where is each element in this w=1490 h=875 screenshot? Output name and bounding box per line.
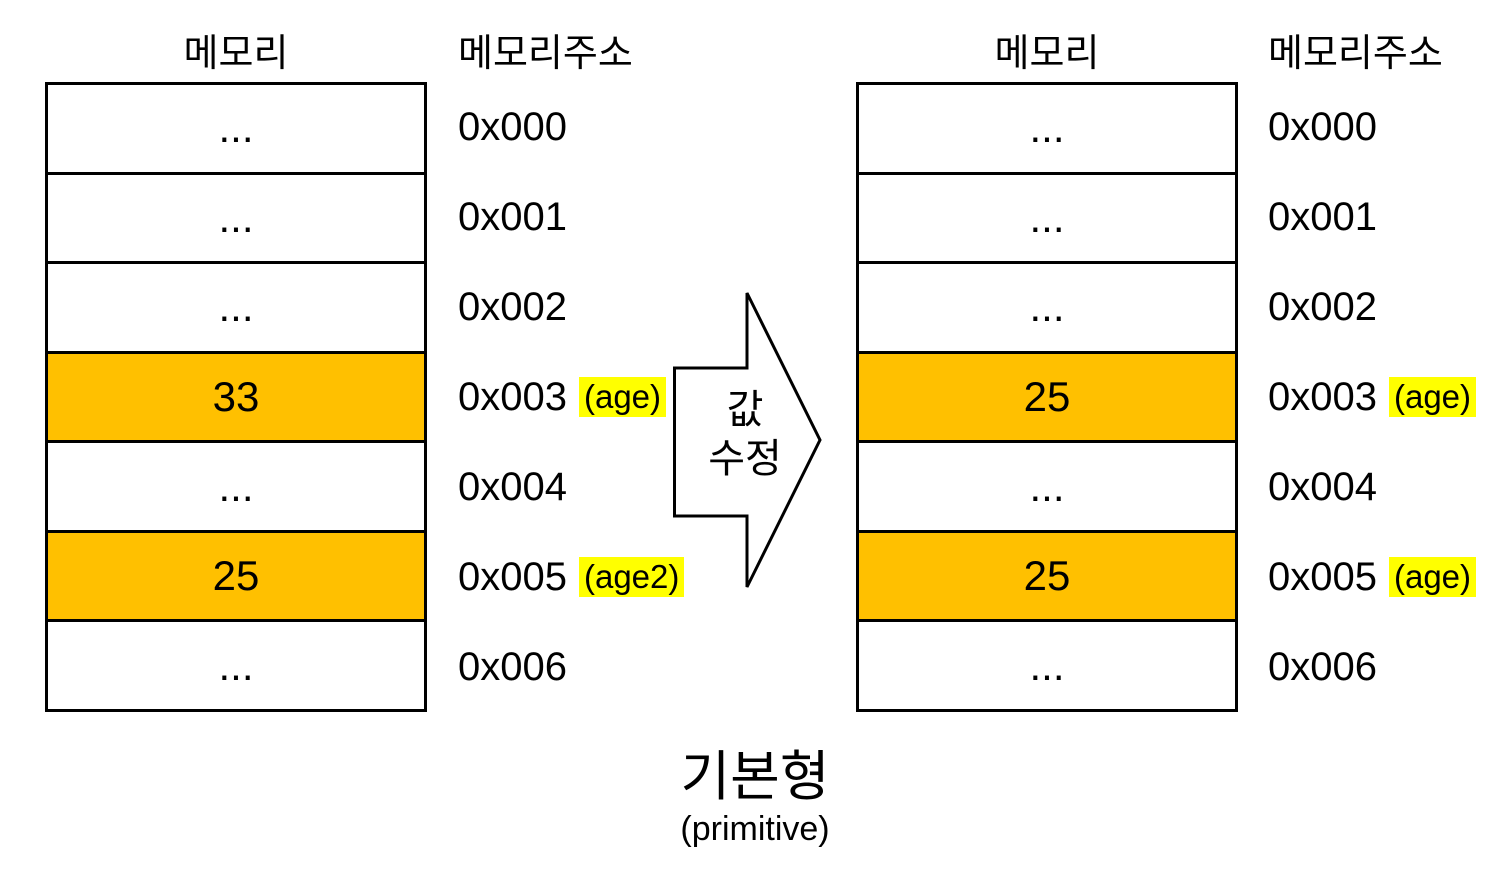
address-text: 0x000 (1268, 104, 1377, 149)
address-row: 0x005 (age) (1268, 532, 1477, 622)
variable-tag: (age2) (578, 557, 685, 597)
cell-value: 25 (1023, 373, 1071, 421)
address-row: 0x001 (1268, 172, 1476, 262)
cell-value: ... (1029, 283, 1065, 331)
memory-cell: ... (859, 440, 1235, 530)
address-text: 0x005 (458, 554, 567, 599)
right-memory-header: 메모리 (994, 33, 1100, 75)
cell-value: ... (218, 104, 254, 152)
left-memory-table: ... ... ... 33 ... 25 ... (45, 82, 427, 712)
address-row: 0x004 (1268, 442, 1476, 532)
memory-cell-highlighted: 25 (859, 529, 1235, 620)
address-text: 0x002 (1268, 284, 1377, 329)
cell-value: ... (1029, 104, 1065, 152)
arrow-label-line1: 값 (726, 388, 764, 432)
cell-value: ... (218, 641, 254, 689)
address-text: 0x003 (458, 374, 567, 419)
right-memory-table: ... ... ... 25 ... 25 ... (856, 82, 1238, 712)
address-text: 0x002 (458, 284, 567, 329)
arrow-label: 값 수정 (665, 386, 825, 484)
variable-tag: (age) (1388, 377, 1477, 417)
caption-subtitle: (primitive) (680, 810, 830, 848)
address-row: 0x002 (458, 262, 684, 352)
cell-value: ... (218, 462, 254, 510)
address-row: 0x000 (458, 82, 684, 172)
cell-value: 33 (212, 373, 260, 421)
memory-cell-highlighted: 25 (48, 529, 424, 620)
cell-value: ... (218, 193, 254, 241)
value-modify-arrow (665, 284, 830, 598)
right-address-header: 메모리주소 (1268, 33, 1443, 75)
cell-value: ... (1029, 193, 1065, 241)
memory-cell: ... (859, 619, 1235, 709)
left-address-column: 0x000 0x001 0x002 0x003 (age) 0x004 0x005… (458, 82, 685, 712)
address-text: 0x003 (1268, 374, 1377, 419)
variable-tag: (age) (1388, 557, 1477, 597)
cell-value: 25 (212, 552, 260, 600)
address-text: 0x000 (458, 104, 567, 149)
memory-cell-highlighted: 33 (48, 350, 424, 441)
address-text: 0x001 (458, 194, 567, 239)
address-row: 0x000 (1268, 82, 1476, 172)
memory-cell: ... (48, 261, 424, 351)
address-text: 0x006 (458, 644, 567, 689)
cell-value: ... (1029, 462, 1065, 510)
address-row: 0x003 (age) (1268, 352, 1477, 442)
address-text: 0x004 (1268, 464, 1377, 509)
memory-cell: ... (48, 85, 424, 172)
left-address-header: 메모리주소 (458, 33, 633, 75)
address-row: 0x002 (1268, 262, 1476, 352)
memory-cell: ... (859, 85, 1235, 172)
address-text: 0x006 (1268, 644, 1377, 689)
variable-tag: (age) (578, 377, 667, 417)
address-row: 0x001 (458, 172, 684, 262)
memory-cell-highlighted: 25 (859, 350, 1235, 441)
caption-title: 기본형 (680, 747, 830, 807)
cell-value: ... (218, 283, 254, 331)
arrow-label-line2: 수정 (708, 437, 782, 481)
diagram-caption: 기본형 (primitive) (455, 746, 1055, 850)
memory-cell: ... (859, 261, 1235, 351)
address-row: 0x006 (1268, 622, 1476, 712)
cell-value: 25 (1023, 552, 1071, 600)
memory-cell: ... (859, 171, 1235, 262)
address-row: 0x006 (458, 622, 684, 712)
address-text: 0x004 (458, 464, 567, 509)
address-row: 0x004 (458, 442, 684, 532)
cell-value: ... (1029, 641, 1065, 689)
address-row: 0x003 (age) (458, 352, 684, 442)
address-text: 0x001 (1268, 194, 1377, 239)
right-address-column: 0x000 0x001 0x002 0x003 (age) 0x004 0x005… (1268, 82, 1477, 712)
left-memory-header: 메모리 (183, 33, 289, 75)
memory-cell: ... (48, 619, 424, 709)
address-row: 0x005 (age2) (458, 532, 685, 622)
memory-cell: ... (48, 171, 424, 262)
address-text: 0x005 (1268, 554, 1377, 599)
memory-cell: ... (48, 440, 424, 530)
right-block-arrow-icon (673, 292, 822, 588)
